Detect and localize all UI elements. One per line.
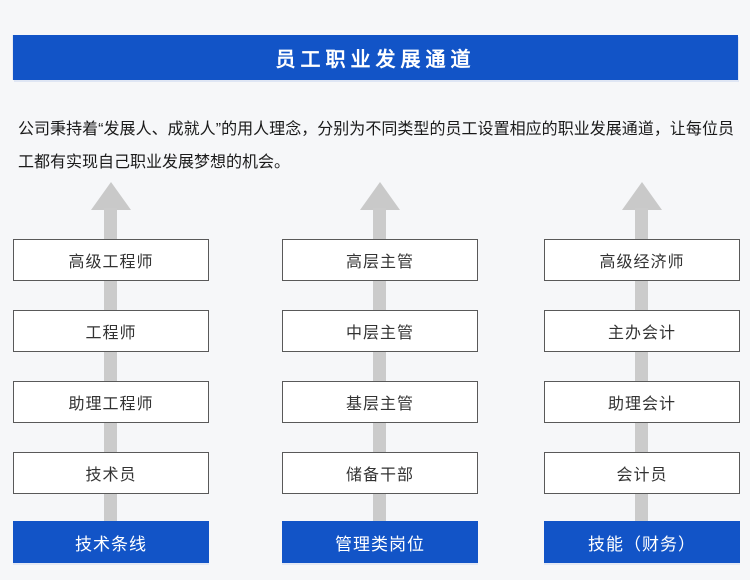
- level-box: 主办会计: [544, 310, 740, 352]
- career-track-finance: 高级经济师 主办会计 助理会计 会计员 技能（财务）: [544, 0, 740, 580]
- intro-paragraph: 公司秉持着“发展人、成就人”的用人理念，分别为不同类型的员工设置相应的职业发展通…: [18, 121, 734, 171]
- level-box: 中层主管: [282, 310, 478, 352]
- level-box: 高级经济师: [544, 239, 740, 281]
- level-box: 技术员: [13, 452, 209, 494]
- up-arrow-icon: [622, 182, 662, 210]
- track-name-box: 技术条线: [13, 521, 209, 563]
- level-box: 基层主管: [282, 381, 478, 423]
- arrow-shaft: [635, 208, 648, 522]
- career-track-management: 高层主管 中层主管 基层主管 储备干部 管理类岗位: [282, 0, 478, 580]
- level-box: 助理工程师: [13, 381, 209, 423]
- up-arrow-icon: [360, 182, 400, 210]
- track-name-box: 管理类岗位: [282, 521, 478, 563]
- level-box: 会计员: [544, 452, 740, 494]
- track-name-box: 技能（财务）: [544, 521, 740, 563]
- level-box: 储备干部: [282, 452, 478, 494]
- up-arrow-icon: [91, 182, 131, 210]
- arrow-shaft: [373, 208, 386, 522]
- page-title-bar: 员工职业发展通道: [13, 35, 738, 80]
- arrow-shaft: [104, 208, 117, 522]
- level-box: 助理会计: [544, 381, 740, 423]
- level-box: 高级工程师: [13, 239, 209, 281]
- page-title: 员工职业发展通道: [275, 49, 476, 71]
- level-box: 工程师: [13, 310, 209, 352]
- level-box: 高层主管: [282, 239, 478, 281]
- career-track-technical: 高级工程师 工程师 助理工程师 技术员 技术条线: [13, 0, 209, 580]
